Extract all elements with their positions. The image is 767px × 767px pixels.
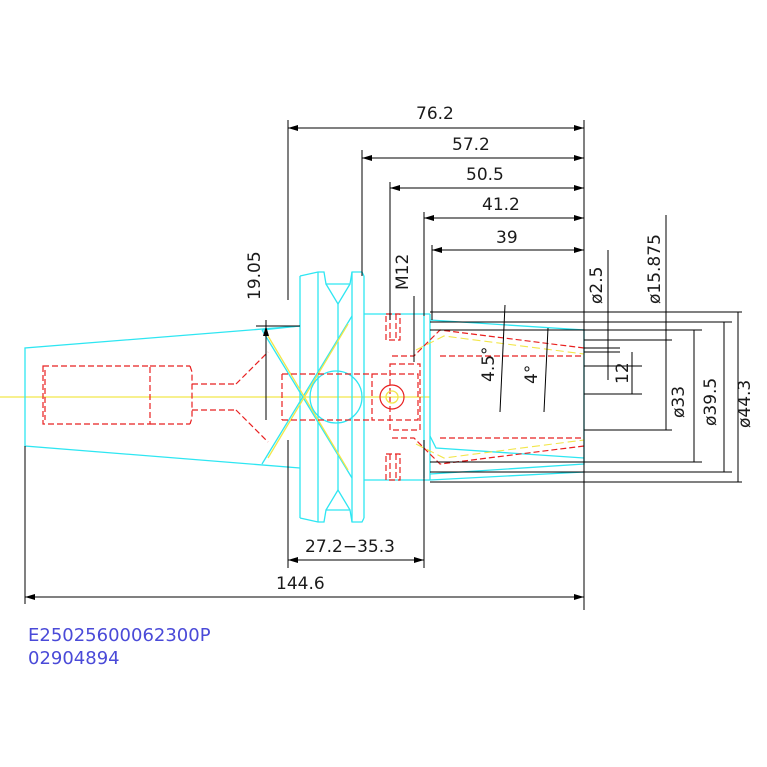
dim-dia-39-5: ø39.5: [701, 378, 721, 426]
flange: [261, 271, 365, 523]
dim-dia-44-3: ø44.3: [735, 380, 755, 428]
taper-shank-outline: [24, 325, 301, 469]
dim-dia-33: ø33: [669, 386, 689, 418]
dim-50-5: 50.5: [466, 165, 504, 185]
dim-144-6: 144.6: [276, 574, 325, 594]
dim-dia-15-875: ø15.875: [645, 234, 665, 304]
part-code-line2: 02904894: [28, 648, 120, 669]
dim-76-2: 76.2: [416, 104, 454, 124]
dim-57-2: 57.2: [452, 135, 490, 155]
dimension-lines: [24, 120, 742, 610]
dim-27-2-35-3: 27.2−35.3: [305, 537, 395, 557]
part-code-line1: E25025600062300P: [28, 625, 211, 646]
collet-bore: [281, 313, 585, 481]
dim-angle-4: 4°: [522, 365, 542, 384]
dim-m12: M12: [393, 254, 413, 290]
dim-angle-4-5: 4.5°: [479, 346, 499, 382]
dim-39: 39: [496, 228, 518, 248]
dim-19-05: 19.05: [245, 251, 265, 300]
retention-bore: [42, 351, 269, 443]
dim-41-2: 41.2: [482, 195, 520, 215]
dim-12: 12: [613, 362, 633, 384]
dim-dia-2-5: ø2.5: [587, 267, 607, 304]
